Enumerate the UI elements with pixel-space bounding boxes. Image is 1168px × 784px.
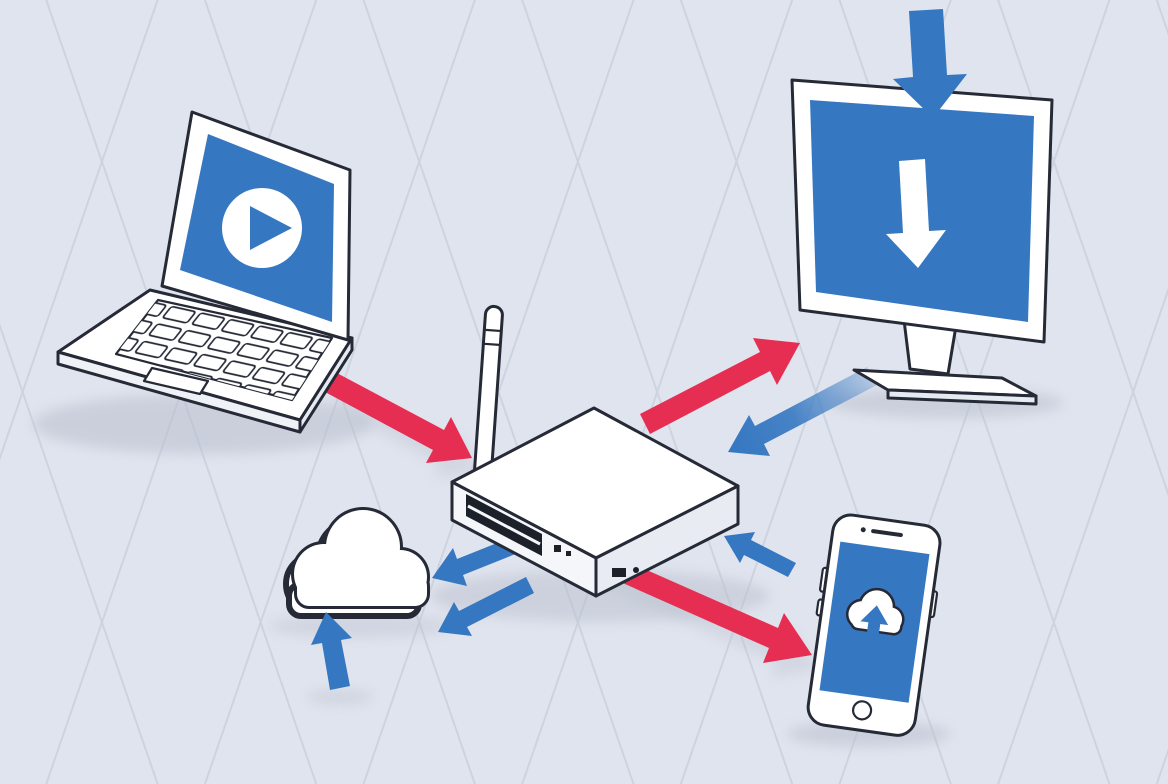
monitor — [790, 78, 1054, 406]
arrow-monitor-to-router — [728, 367, 877, 456]
router-led — [554, 545, 561, 552]
router-antenna — [472, 304, 504, 482]
cloud-fill — [294, 510, 427, 606]
smartphone — [806, 513, 942, 737]
cloud-shadow — [268, 614, 452, 638]
arrow-router-to-monitor — [640, 338, 800, 434]
arrow-router-to-phone — [598, 552, 812, 663]
cloud-upload-arrow-tail — [866, 620, 881, 636]
laptop — [56, 110, 354, 434]
laptop-trackpad — [142, 366, 210, 396]
play-triangle — [250, 206, 292, 250]
router-led — [566, 551, 571, 556]
laptop-base-side — [298, 336, 354, 434]
router-button — [633, 567, 639, 573]
download-arrow-icon — [893, 9, 967, 118]
cloud — [283, 507, 430, 619]
router-port — [612, 568, 626, 577]
upload-arrow-shadow — [306, 689, 374, 705]
upload-arrow-icon — [311, 612, 352, 690]
arrow-router-to-cloud-lower — [438, 577, 534, 636]
arrow-phone-to-router — [724, 532, 796, 577]
router-vent-divider — [467, 504, 541, 546]
router — [450, 304, 740, 598]
cloud-upload-arrow-head — [860, 605, 889, 626]
cloud-upload-icon — [845, 587, 905, 636]
laptop-keyboard — [116, 300, 332, 400]
router-front-right-face — [594, 484, 740, 598]
monitor-base-front — [886, 388, 1038, 406]
arrow-laptop-to-router — [325, 372, 472, 463]
phone-speaker — [871, 529, 903, 538]
phone-home-button — [851, 700, 873, 721]
phone-camera-dot — [860, 527, 866, 533]
download-icon — [886, 159, 946, 268]
play-icon — [222, 188, 302, 268]
